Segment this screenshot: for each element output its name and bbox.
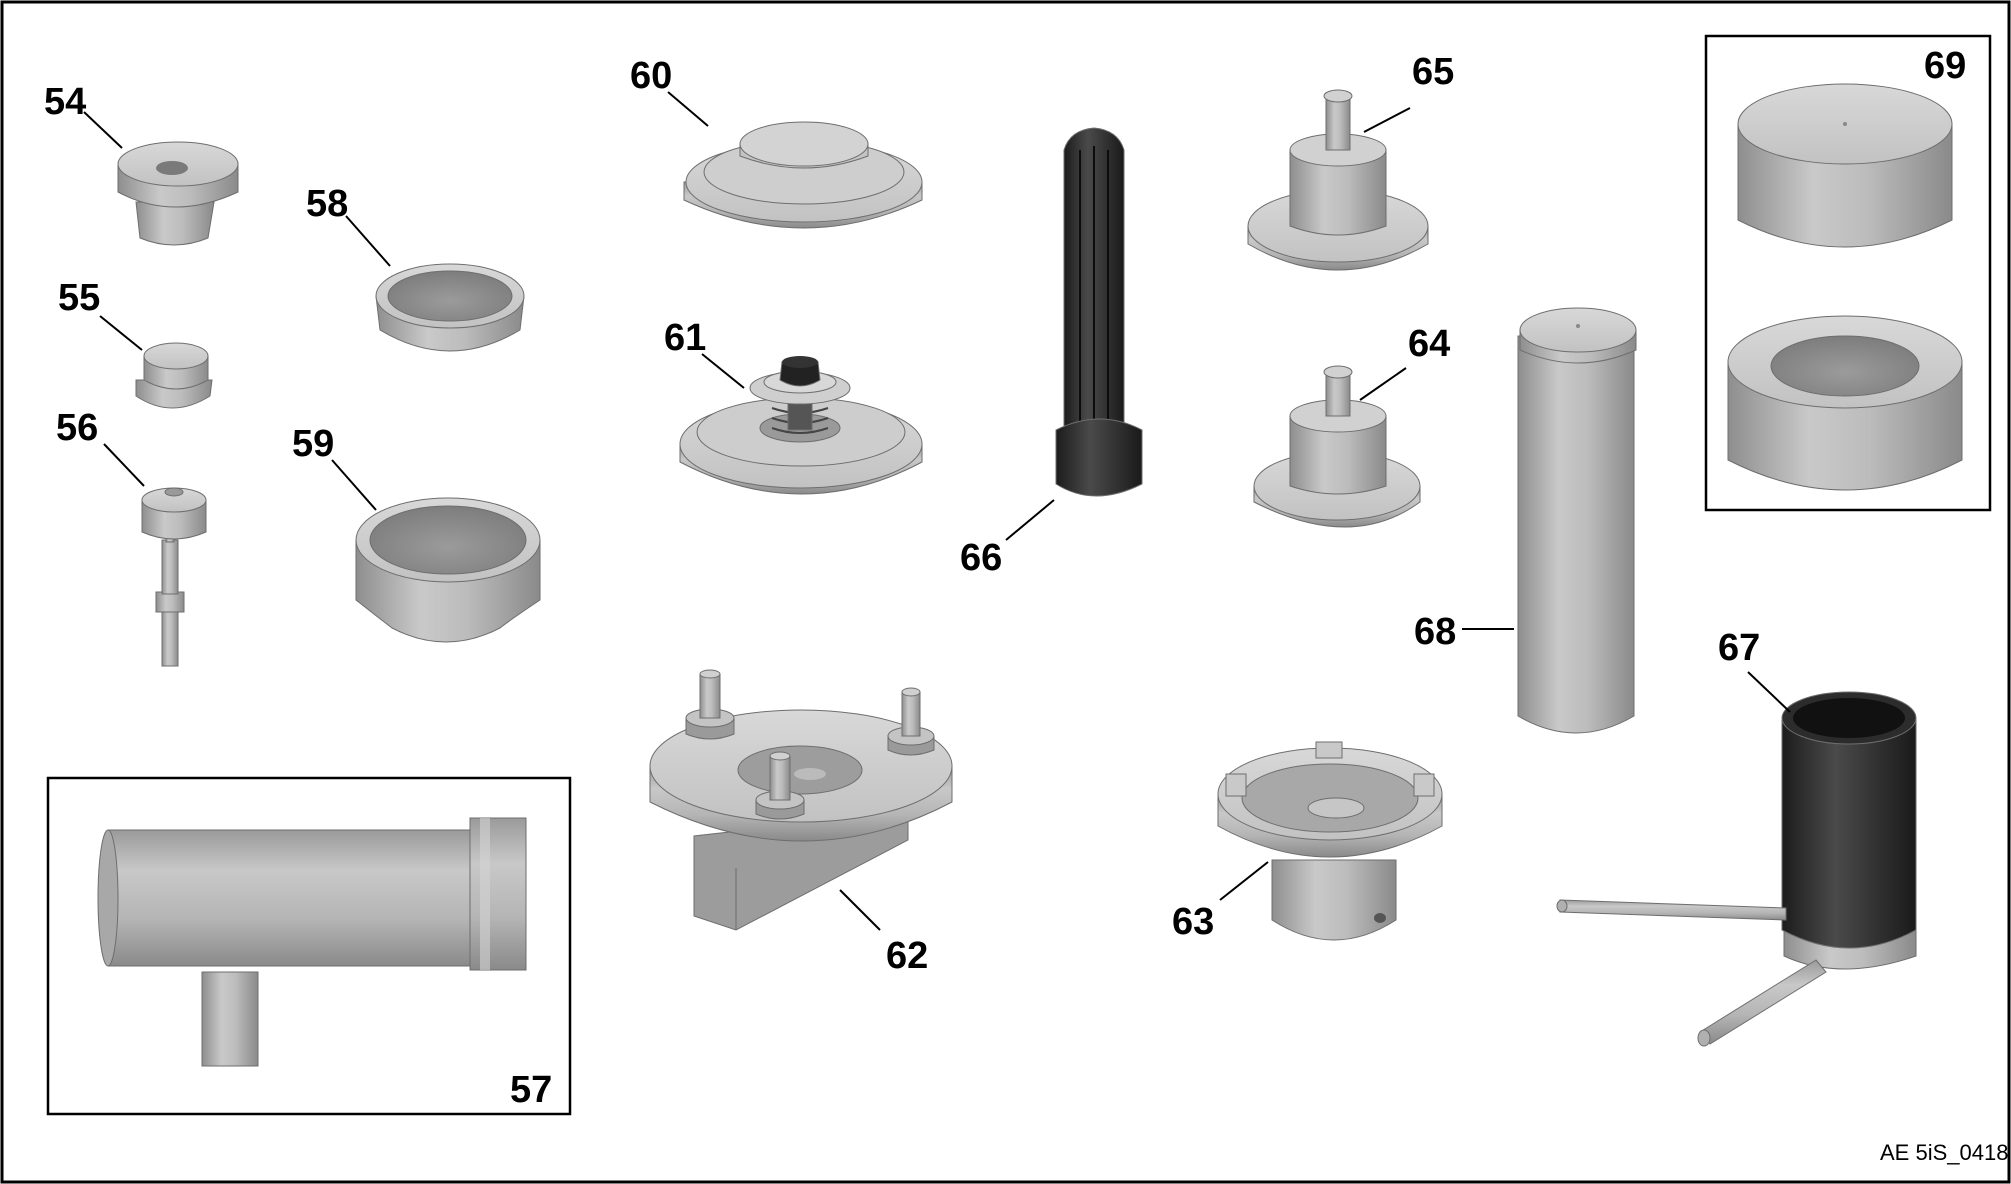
callout-64: 64 — [1408, 323, 1450, 365]
tool-64 — [1253, 365, 1421, 528]
callout-63: 63 — [1172, 901, 1214, 943]
callout-59: 59 — [292, 423, 334, 465]
tool-60 — [683, 121, 923, 229]
callout-62: 62 — [886, 935, 928, 977]
frame-57 — [46, 776, 572, 1116]
tool-55 — [135, 342, 213, 409]
frame-69 — [1704, 34, 1992, 512]
callout-61: 61 — [664, 317, 706, 359]
tool-61 — [679, 356, 923, 495]
figure-id: AE 5iS_0418 — [1880, 1140, 2008, 1165]
callout-69: 69 — [1924, 45, 1966, 87]
tool-69 — [1727, 83, 1963, 491]
callout-68: 68 — [1414, 611, 1456, 653]
callout-57: 57 — [510, 1069, 552, 1111]
callout-55: 55 — [58, 277, 100, 319]
callout-67: 67 — [1718, 627, 1760, 669]
tool-62 — [649, 669, 953, 931]
callout-66: 66 — [960, 537, 1002, 579]
stud-left — [685, 669, 735, 740]
tool-57 — [97, 817, 527, 1067]
tool-59 — [355, 497, 541, 643]
tool-63 — [1217, 741, 1443, 941]
callout-58: 58 — [306, 183, 348, 225]
stud-right — [887, 687, 935, 756]
callout-65: 65 — [1412, 51, 1454, 93]
stud-center — [755, 751, 805, 820]
tool-68 — [1517, 307, 1637, 734]
tool-67 — [1556, 691, 1917, 1047]
callout-56: 56 — [56, 407, 98, 449]
callout-60: 60 — [630, 55, 672, 97]
tool-66 — [1055, 127, 1143, 497]
tool-58 — [375, 263, 525, 352]
tool-65 — [1247, 89, 1429, 271]
tool-56 — [141, 487, 207, 667]
callout-54: 54 — [44, 81, 86, 123]
tool-54 — [117, 141, 239, 246]
